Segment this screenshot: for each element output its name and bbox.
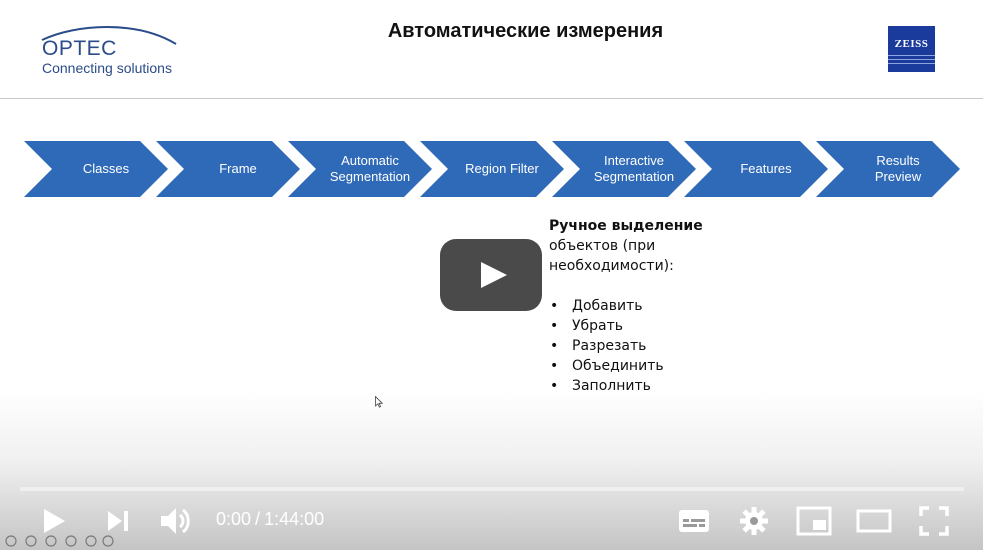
list-item: Заполнить — [549, 376, 749, 396]
current-time: 0:00 — [216, 509, 252, 529]
list-item: Добавить — [549, 296, 749, 316]
optec-logo-name: OPTEC — [42, 37, 117, 60]
list-item: Объединить — [549, 356, 749, 376]
annotation-dots — [5, 535, 114, 547]
header-divider — [0, 98, 983, 99]
list-item: Разрезать — [549, 336, 749, 356]
manual-selection-title: Ручное выделение — [549, 218, 703, 234]
progress-bar[interactable] — [20, 487, 964, 491]
time-display: 0:00/1:44:00 — [216, 509, 324, 530]
next-icon[interactable] — [106, 509, 130, 533]
optec-logo: OPTEC Connecting solutions — [36, 22, 186, 82]
zeiss-logo: ZEISS — [888, 26, 935, 72]
duration: 1:44:00 — [264, 509, 325, 529]
theater-mode-icon[interactable] — [856, 508, 892, 534]
step-label-classes: Classes — [82, 161, 130, 176]
zeiss-logo-text: ZEISS — [894, 38, 929, 50]
step-label-frame: Frame — [219, 161, 257, 176]
list-item: Убрать — [549, 316, 749, 336]
manual-selection-text: Ручное выделение объектов (при необходим… — [549, 216, 749, 396]
big-play-button[interactable] — [440, 239, 542, 311]
mouse-cursor-icon — [375, 396, 383, 408]
controls-gradient — [0, 390, 983, 550]
time-separator: / — [255, 509, 261, 529]
optec-swoosh-icon — [41, 26, 177, 45]
settings-gear-icon[interactable] — [739, 506, 769, 536]
slide-title: Автоматические измерения — [387, 20, 664, 42]
step-label-interactive-segmentation: Interactive Segmentation — [593, 153, 675, 184]
action-list: Добавить Убрать Разрезать Объединить Зап… — [549, 296, 749, 396]
step-label-results-preview: Results Preview — [874, 153, 922, 184]
volume-icon[interactable] — [158, 505, 194, 537]
step-label-region-filter: Region Filter — [465, 161, 539, 176]
play-icon — [440, 239, 542, 311]
step-label-features: Features — [740, 161, 792, 176]
play-icon[interactable] — [40, 507, 68, 535]
miniplayer-icon[interactable] — [796, 506, 832, 536]
subtitles-icon[interactable] — [678, 507, 710, 535]
manual-selection-description: объектов (при необходимости): — [549, 238, 674, 274]
optec-logo-tagline: Connecting solutions — [42, 60, 172, 76]
step-label-automatic-segmentation: Automatic Segmentation — [329, 153, 411, 184]
fullscreen-icon[interactable] — [918, 505, 950, 537]
